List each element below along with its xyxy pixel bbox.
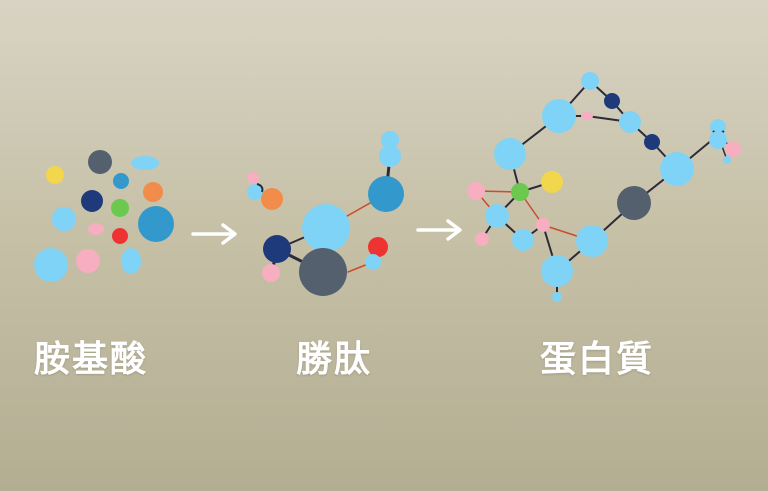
peptide-atom-light-blue bbox=[302, 204, 350, 252]
peptide-atom-light-blue bbox=[365, 254, 381, 270]
peptide-label: 勝肽 bbox=[296, 339, 373, 380]
protein-atom-light-blue bbox=[512, 229, 534, 251]
amino-acid-mid-blue bbox=[113, 173, 129, 189]
amino-acid-pink bbox=[76, 249, 100, 273]
peptide-atom-light-blue bbox=[379, 145, 401, 167]
amino-acid-slate bbox=[88, 150, 112, 174]
protein-molecule bbox=[467, 72, 741, 302]
protein-atom-green bbox=[511, 183, 529, 201]
amino-acid-light-blue bbox=[34, 248, 68, 282]
amino-acid-orange bbox=[143, 182, 163, 202]
protein-atom-light-blue bbox=[619, 111, 641, 133]
amino-acid-light-blue bbox=[121, 248, 141, 274]
amino-acid-green bbox=[111, 199, 129, 217]
protein-atom-yellow bbox=[541, 171, 563, 193]
amino-acid-light-blue bbox=[52, 207, 76, 231]
protein-atom-pink bbox=[475, 232, 489, 246]
peptide-atom-pink bbox=[262, 264, 280, 282]
amino-acids-label: 胺基酸 bbox=[34, 339, 149, 380]
protein-atom-pink bbox=[581, 112, 593, 120]
protein-atom-light-blue bbox=[581, 72, 599, 90]
peptide-atom-mid-blue bbox=[368, 176, 404, 212]
protein-atom-pink bbox=[536, 218, 550, 232]
arrow-right-icon bbox=[416, 219, 462, 241]
peptide-atom-red bbox=[368, 237, 388, 257]
peptide-bond-arc bbox=[256, 183, 264, 193]
amino-acid-cluster bbox=[34, 150, 174, 282]
protein-atom-light-blue bbox=[660, 152, 694, 186]
protein-atom-light-blue bbox=[723, 156, 731, 164]
peptide-atom-light-blue bbox=[247, 184, 263, 200]
peptide-atom-pink bbox=[247, 172, 259, 184]
protein-atom-light-blue bbox=[576, 225, 608, 257]
amino-acid-pink bbox=[88, 223, 104, 235]
amino-acid-mid-blue bbox=[138, 206, 174, 242]
protein-atom-light-blue bbox=[542, 99, 576, 133]
protein-atom-pink bbox=[467, 182, 485, 200]
amino-acid-navy bbox=[81, 190, 103, 212]
peptide-atom-light-blue bbox=[381, 131, 399, 149]
amino-acid-red bbox=[112, 228, 128, 244]
protein-atom-light-blue bbox=[709, 131, 727, 149]
protein-atom-light-blue bbox=[494, 138, 526, 170]
protein-atom-slate bbox=[617, 186, 651, 220]
protein-label: 蛋白質 bbox=[540, 339, 655, 380]
protein-atom-navy bbox=[644, 134, 660, 150]
peptide-atom-slate bbox=[299, 248, 347, 296]
protein-atom-light-blue bbox=[541, 255, 573, 287]
protein-atom-navy bbox=[604, 93, 620, 109]
amino-acid-yellow bbox=[46, 166, 64, 184]
amino-acid-light-blue bbox=[131, 156, 159, 170]
protein-atom-pink bbox=[725, 141, 741, 157]
peptide-molecule bbox=[247, 131, 404, 296]
peptide-atom-orange bbox=[261, 188, 283, 210]
protein-atom-light-blue bbox=[552, 292, 562, 302]
protein-atom-light-blue bbox=[485, 204, 509, 228]
peptide-atom-navy bbox=[263, 235, 291, 263]
arrow-right-icon bbox=[191, 223, 237, 245]
